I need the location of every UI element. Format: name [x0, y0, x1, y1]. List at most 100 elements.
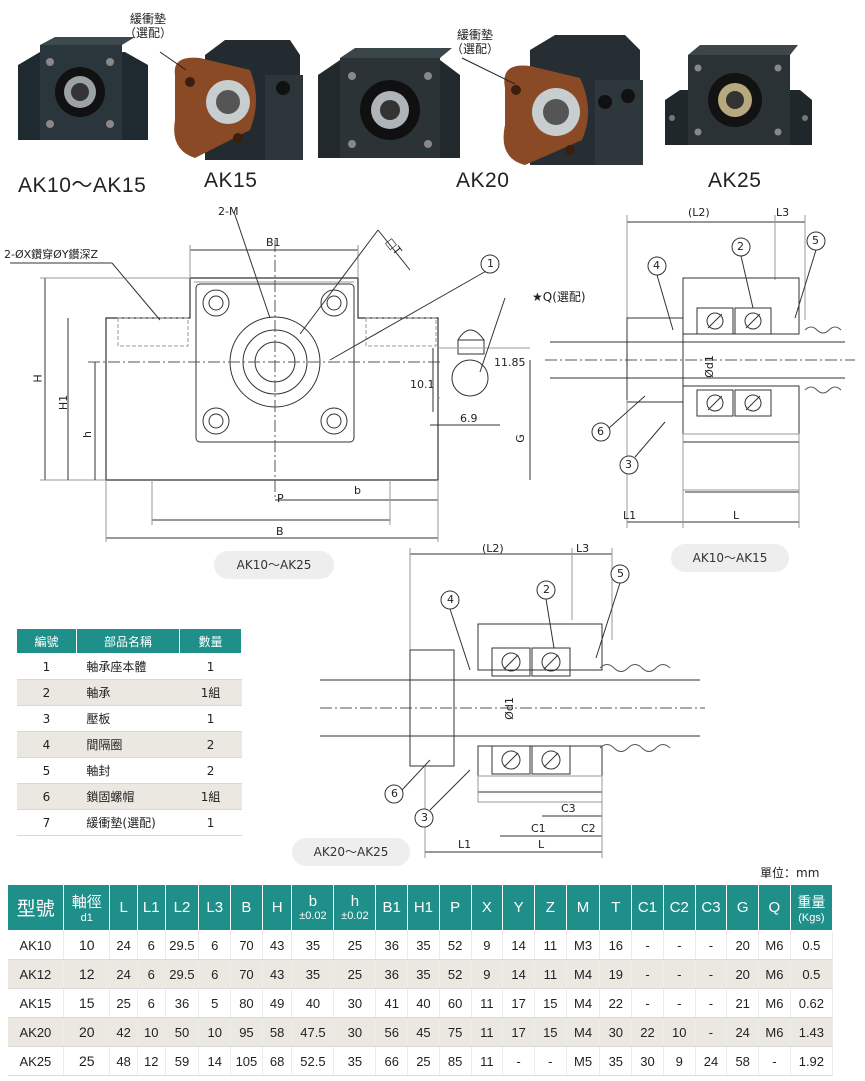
callout-line-1: 緩衝墊: [456, 28, 493, 42]
product-photo-ak20: [318, 48, 460, 158]
cell-number: 1: [16, 653, 77, 680]
caption-ak10-ak15: AK10～AK15: [671, 544, 789, 572]
balloon-1-label: 1: [487, 257, 494, 270]
table-row: 4 間隔圈 2: [16, 731, 242, 758]
cell-l3: 5: [198, 988, 232, 1018]
cell-shaft: 10: [63, 930, 111, 960]
cell-p: 52: [439, 930, 472, 960]
header-shaft: 軸徑 d1: [63, 884, 111, 931]
cell-h: 68: [262, 1046, 293, 1076]
cell-p: 75: [439, 1017, 472, 1047]
large-dim-l1-label: L1: [458, 838, 472, 851]
table-row: 1 軸承座本體 1: [16, 653, 242, 680]
header-h-small-tolerance: ±0.02: [341, 910, 369, 922]
header-b-small-title: b: [308, 893, 318, 910]
header-model: 型號: [6, 884, 65, 931]
cell-weight: 1.92: [790, 1046, 834, 1076]
parts-table: 編號 部品名稱 數量 1 軸承座本體 1 2 軸承 1組 3 壓板 1 4 間隔…: [16, 628, 242, 836]
cell-c1: 30: [631, 1046, 664, 1076]
cell-t: 22: [599, 988, 633, 1018]
cell-quantity: 1: [179, 705, 242, 732]
cell-shaft: 15: [63, 988, 111, 1018]
cell-b-small: 52.5: [291, 1046, 335, 1076]
small-balloon-5: 5: [812, 234, 819, 247]
cell-number: 4: [16, 731, 77, 758]
cell-z: 11: [534, 930, 567, 960]
cell-q: M6: [758, 988, 791, 1018]
cell-p: 60: [439, 988, 472, 1018]
cell-part-name: 軸封: [76, 757, 180, 784]
side-view-small-drawing: [545, 215, 855, 528]
cell-g: 58: [726, 1046, 760, 1076]
header-b-small: b ±0.02: [291, 884, 335, 931]
cell-m: M4: [566, 1017, 601, 1047]
cell-model: AK15: [7, 988, 65, 1018]
dim-10-1-label: 10.1: [410, 378, 435, 391]
cell-p: 85: [439, 1046, 472, 1076]
cell-g: 21: [726, 988, 760, 1018]
header-weight-unit: (Kgs): [798, 911, 825, 924]
small-dim-d1-label: Ød1: [702, 355, 716, 378]
header-l1: L1: [136, 884, 166, 931]
large-balloon-2: 2: [543, 583, 550, 596]
header-c1: C1: [631, 884, 664, 931]
cell-p: 52: [439, 959, 472, 989]
cushion-pad-callout-right: 緩衝墊 （選配）: [445, 28, 505, 56]
header-shaft-title: 軸徑: [71, 894, 102, 911]
cell-b-small: 35: [291, 930, 335, 960]
header-b-small-tolerance: ±0.02: [299, 910, 327, 922]
cell-part-name: 鎖固螺帽: [76, 783, 180, 810]
cell-l3: 6: [198, 959, 232, 989]
cell-y: 17: [502, 1017, 535, 1047]
large-balloon-3: 3: [421, 811, 428, 824]
cell-c1: -: [631, 988, 664, 1018]
dim-11-85-label: 11.85: [494, 356, 526, 369]
cell-z: -: [534, 1046, 567, 1076]
table-row: 6 鎖固螺帽 1組: [16, 783, 242, 810]
cell-l: 24: [109, 930, 138, 960]
cell-part-name: 壓板: [76, 705, 180, 732]
large-dim-c2-label: C2: [581, 822, 596, 835]
header-b1: B1: [375, 884, 409, 931]
small-balloon-6: 6: [597, 425, 604, 438]
product-photo-ak15: [174, 40, 303, 160]
cell-l2: 29.5: [165, 959, 200, 989]
header-weight-title: 重量: [797, 893, 826, 910]
cell-l3: 14: [198, 1046, 232, 1076]
header-c2: C2: [662, 884, 696, 931]
cell-t: 35: [599, 1046, 633, 1076]
cell-y: 14: [502, 930, 535, 960]
small-balloon-2: 2: [737, 240, 744, 253]
cell-c1: -: [631, 930, 664, 960]
header-h-small-title: h: [350, 893, 360, 910]
header-l3: L3: [198, 884, 232, 931]
dim-p-label: P: [277, 492, 284, 505]
cell-b: 70: [230, 959, 263, 989]
cell-z: 15: [534, 988, 567, 1018]
product-photos: [18, 35, 812, 165]
cell-l2: 36: [165, 988, 200, 1018]
header-quantity: 數量: [179, 628, 242, 654]
dim-6-9-label: 6.9: [460, 412, 478, 425]
cell-q: M6: [758, 930, 791, 960]
cell-model: AK20: [7, 1017, 65, 1047]
cell-quantity: 1組: [179, 679, 242, 706]
large-balloon-6: 6: [391, 787, 398, 800]
unit-label: 單位：mm: [760, 866, 820, 880]
cell-q: M6: [758, 1017, 791, 1047]
cell-t: 19: [599, 959, 633, 989]
cell-c2: -: [663, 930, 696, 960]
cell-x: 11: [471, 1017, 504, 1047]
cell-h1: 35: [407, 959, 440, 989]
cell-l1: 12: [137, 1046, 166, 1076]
callout-line-2: （選配）: [123, 26, 172, 40]
cell-g: 24: [726, 1017, 760, 1047]
cell-z: 15: [534, 1017, 567, 1047]
cell-h1: 35: [407, 930, 440, 960]
cell-part-name: 間隔圈: [76, 731, 180, 758]
table-row: 7 緩衝墊(選配) 1: [16, 809, 242, 836]
cell-q: M6: [758, 959, 791, 989]
cell-m: M3: [566, 930, 601, 960]
